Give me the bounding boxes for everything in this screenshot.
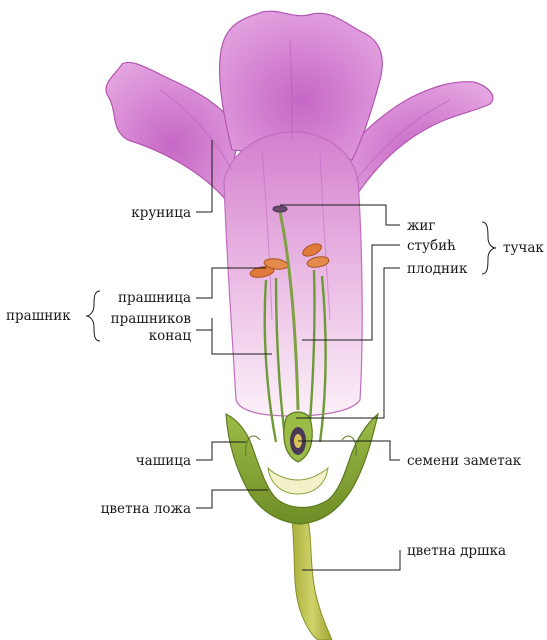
label-ovule: семени заметак <box>407 453 522 469</box>
label-ovary: плодник <box>407 261 468 277</box>
label-filament-line1: прашников <box>111 311 192 327</box>
receptacle-shape <box>268 468 328 494</box>
label-stamen-group: прашник <box>6 308 71 324</box>
label-anther: прашница <box>118 290 191 306</box>
label-stigma: жиг <box>407 218 436 234</box>
label-calyx: чашица <box>136 453 191 469</box>
pedicel-shape <box>292 520 332 640</box>
label-receptacle: цветна ложа <box>101 501 191 517</box>
label-corolla: круница <box>131 205 191 221</box>
label-pistil-group: тучак <box>503 240 544 256</box>
label-pedicel: цветна дршка <box>407 543 506 559</box>
label-filament-line2: конац <box>149 328 192 344</box>
label-style: стубић <box>407 238 456 254</box>
